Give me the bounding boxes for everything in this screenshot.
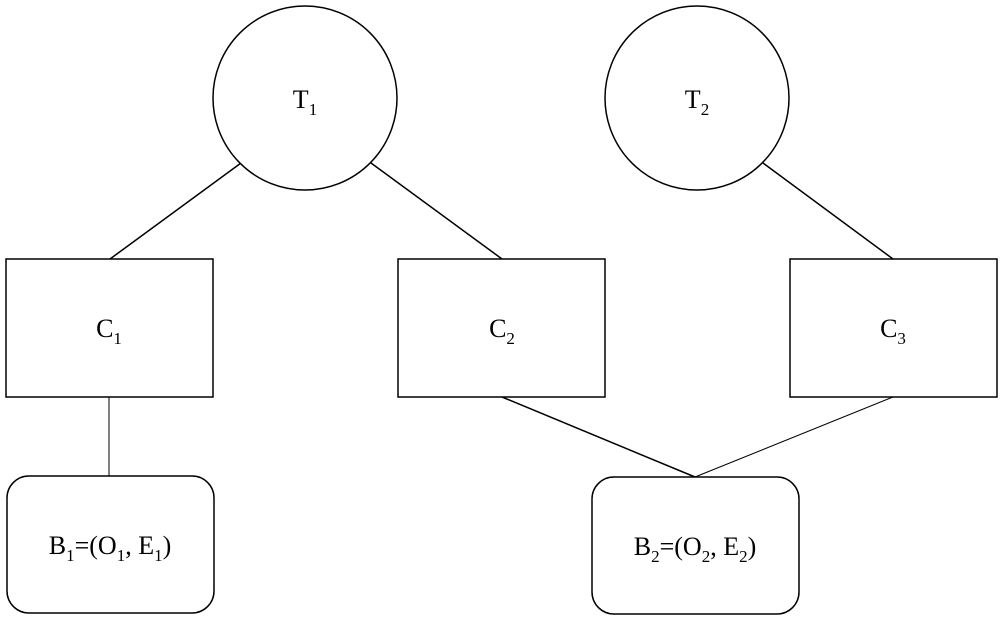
node-c2: C2 — [397, 258, 606, 398]
node-b2-label: B2=(O2, E2) — [634, 532, 757, 566]
edge-t1-c2 — [370, 162, 503, 260]
edges — [108, 162, 894, 478]
node-c3: C3 — [789, 258, 998, 398]
node-c1-label: C1 — [96, 314, 122, 348]
node-b1-label: B1=(O1, E1) — [49, 531, 172, 565]
node-c1-box — [5, 258, 214, 398]
edge-t2-c3 — [762, 162, 894, 260]
node-t1: T1 — [212, 5, 398, 191]
node-c3-box — [789, 258, 998, 398]
node-t2-circle — [604, 5, 790, 191]
node-c2-box — [397, 258, 606, 398]
node-t1-label: T1 — [293, 85, 317, 119]
node-b1: B1=(O1, E1) — [6, 475, 215, 614]
edge-c2-b2 — [501, 396, 696, 478]
node-c2-label: C2 — [489, 314, 515, 348]
edge-c3-b2 — [694, 396, 894, 478]
node-t2-label: T2 — [685, 85, 709, 119]
node-c3-label: C3 — [880, 314, 906, 348]
node-t1-circle — [212, 5, 398, 191]
node-b2-box — [591, 476, 800, 615]
node-t2: T2 — [604, 5, 790, 191]
node-b1-box — [6, 475, 215, 614]
edge-t1-c1 — [109, 162, 242, 260]
node-c1: C1 — [5, 258, 214, 398]
node-b2: B2=(O2, E2) — [591, 476, 800, 615]
